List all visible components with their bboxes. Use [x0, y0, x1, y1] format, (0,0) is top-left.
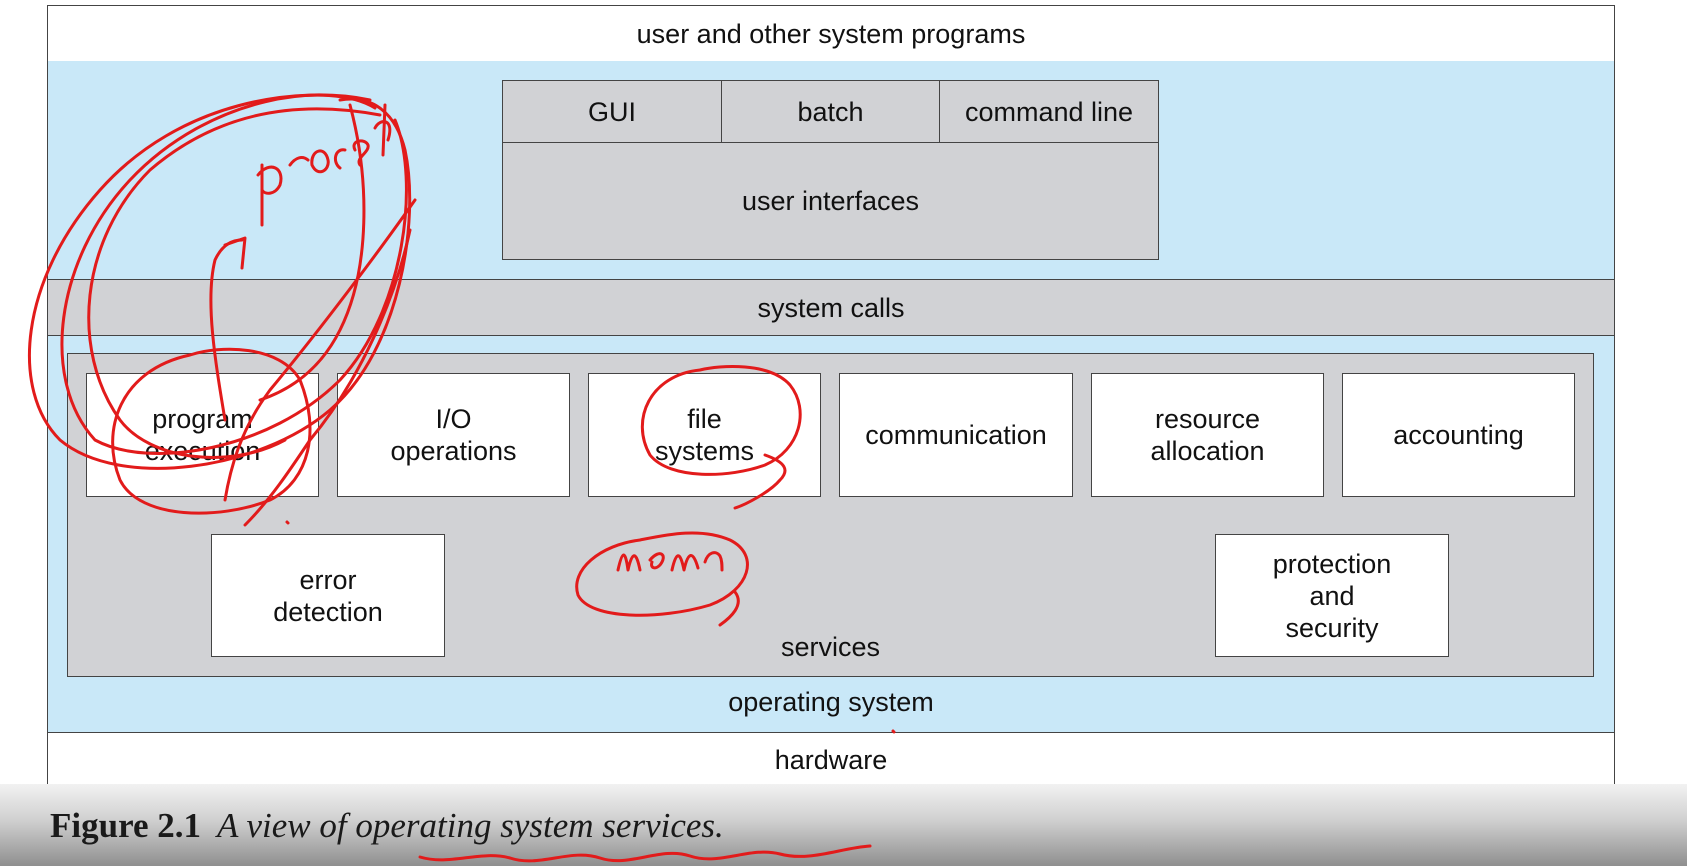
user-programs-layer: user and other system programs	[47, 5, 1615, 62]
service-protection-security: protection and security	[1215, 534, 1449, 657]
service-accounting: accounting	[1342, 373, 1575, 497]
figure-caption: Figure 2.1 A view of operating system ser…	[50, 805, 724, 847]
hardware-label: hardware	[774, 744, 888, 775]
hardware-layer: hardware	[47, 732, 1615, 787]
services-label-area: services	[67, 630, 1594, 664]
service-line: communication	[865, 420, 1047, 450]
system-calls-label: system calls	[757, 292, 905, 323]
service-line: accounting	[1393, 420, 1524, 450]
service-communication: communication	[839, 373, 1073, 497]
user-interfaces-label-area: user interfaces	[502, 142, 1159, 260]
service-line: error	[299, 564, 357, 595]
service-line: operations	[390, 436, 517, 466]
service-line: systems	[654, 436, 754, 466]
ui-tab-gui-label: GUI	[587, 96, 636, 127]
user-programs-label: user and other system programs	[636, 18, 1026, 49]
service-resource-allocation: resource allocation	[1091, 373, 1324, 497]
service-line: security	[1285, 612, 1379, 643]
service-program-execution: program execution	[86, 373, 319, 497]
service-line: protection	[1272, 548, 1392, 579]
service-line: I/O	[435, 404, 472, 434]
user-interfaces-label: user interfaces	[741, 186, 920, 216]
service-line: file	[687, 404, 722, 434]
services-label: services	[780, 632, 881, 662]
figure-number: Figure 2.1	[50, 806, 202, 845]
service-file-systems: file systems	[588, 373, 821, 497]
service-error-detection: error detection	[211, 534, 445, 657]
service-line: allocation	[1150, 436, 1265, 466]
service-line: and	[1309, 580, 1355, 611]
service-line: resource	[1154, 404, 1261, 434]
operating-system-label-area: operating system	[47, 683, 1615, 721]
system-calls-layer: system calls	[47, 279, 1615, 336]
ui-tab-batch: batch	[721, 80, 940, 143]
service-line: program	[152, 404, 253, 434]
service-io-operations: I/O operations	[337, 373, 570, 497]
operating-system-label: operating system	[728, 687, 934, 717]
ui-tab-command-line-label: command line	[964, 96, 1134, 127]
ui-tab-command-line: command line	[939, 80, 1159, 143]
ui-tab-gui: GUI	[502, 80, 722, 143]
service-line: execution	[144, 436, 261, 466]
service-line: detection	[273, 596, 383, 627]
figure-caption-text: A view of operating system services.	[217, 806, 724, 845]
ui-tab-batch-label: batch	[797, 96, 864, 127]
